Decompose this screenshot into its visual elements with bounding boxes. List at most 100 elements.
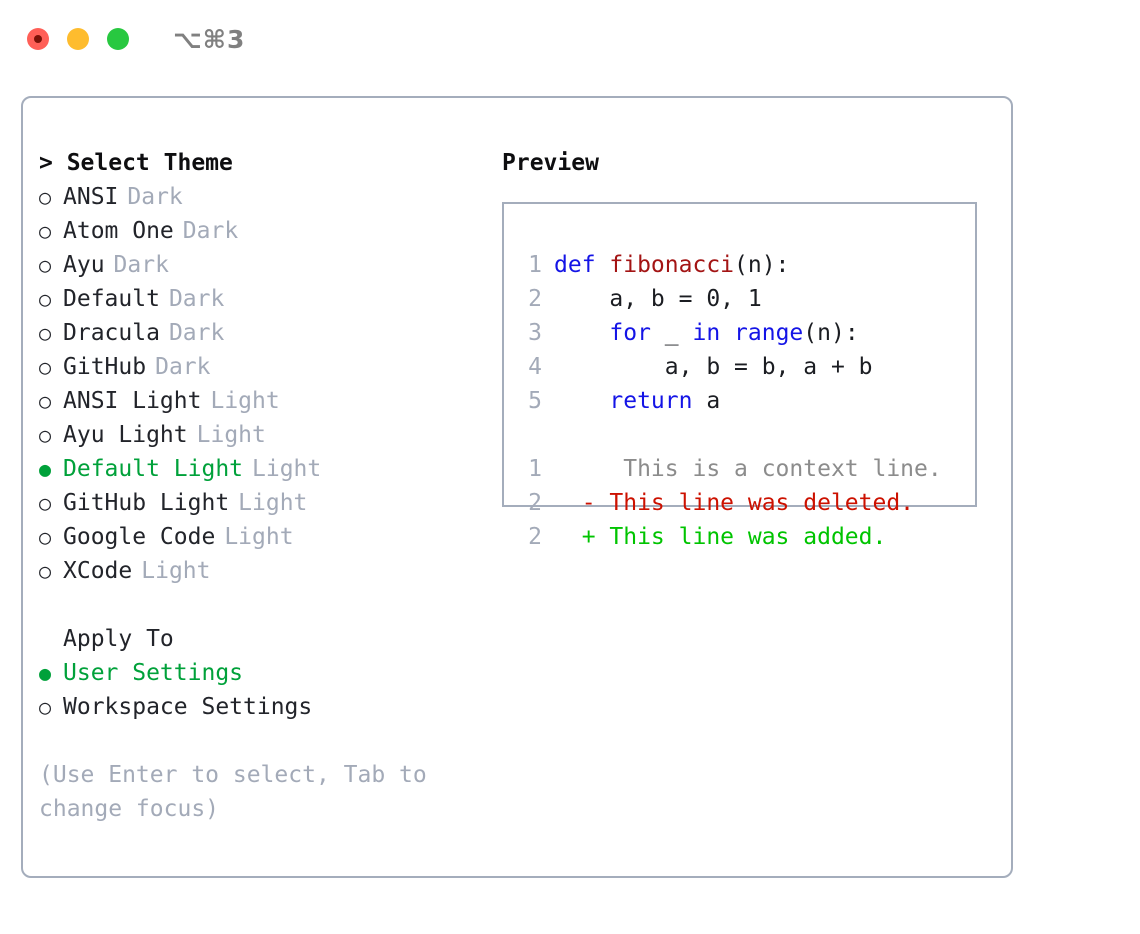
theme-option-label: ANSI Light bbox=[63, 388, 202, 414]
keyboard-hint-text: (Use Enter to select, Tab to change focu… bbox=[39, 762, 441, 822]
apply-to-option-workspace-settings[interactable]: ○ Workspace Settings bbox=[39, 690, 489, 724]
theme-option-label: ANSI bbox=[63, 184, 119, 210]
section-spacer bbox=[39, 588, 489, 622]
radio-unselected-icon: ○ bbox=[39, 491, 52, 515]
select-theme-heading: > Select Theme bbox=[39, 150, 233, 176]
radio-unselected-icon: ○ bbox=[39, 253, 52, 277]
code-line: 4 a, b = b, a + b bbox=[520, 350, 942, 384]
theme-option-label: GitHub Light bbox=[63, 490, 230, 516]
theme-option-variant-tag: Dark bbox=[155, 354, 211, 380]
theme-option-label: Default Light bbox=[63, 456, 244, 482]
window-controls bbox=[27, 28, 129, 50]
theme-option-atom-one[interactable]: ○ Atom One Dark bbox=[39, 214, 489, 248]
code-line-number: 2 bbox=[528, 286, 542, 312]
radio-unselected-icon: ○ bbox=[39, 219, 52, 243]
apply-to-option-label: Workspace Settings bbox=[63, 694, 313, 720]
code-line-number: 1 bbox=[528, 252, 542, 278]
theme-option-default-light[interactable]: ● Default Light Light bbox=[39, 452, 489, 486]
code-token-kw: range bbox=[734, 320, 804, 346]
close-button-icon[interactable] bbox=[27, 28, 49, 50]
theme-option-ayu-light[interactable]: ○ Ayu Light Light bbox=[39, 418, 489, 452]
radio-selected-icon: ● bbox=[39, 661, 52, 685]
diff-line-text: This line was added. bbox=[595, 524, 887, 550]
code-token-pln: _ bbox=[664, 320, 693, 346]
theme-option-variant-tag: Light bbox=[224, 524, 294, 550]
diff-marker: + bbox=[554, 524, 596, 550]
code-token-pln: (n): bbox=[734, 252, 790, 278]
theme-option-variant-tag: Light bbox=[196, 422, 266, 448]
diff-line-text: This line was deleted. bbox=[595, 490, 915, 516]
code-token-kw: def bbox=[554, 252, 610, 278]
diff-line-del: 2 - This line was deleted. bbox=[520, 486, 942, 520]
code-line-number: 5 bbox=[528, 388, 542, 414]
theme-option-variant-tag: Dark bbox=[168, 320, 225, 346]
apply-to-heading: Apply To bbox=[63, 626, 174, 652]
radio-selected-icon: ● bbox=[39, 457, 52, 481]
diff-line-text: This is a context line. bbox=[595, 456, 942, 482]
code-token-kw: for bbox=[554, 320, 665, 346]
theme-option-label: Ayu bbox=[63, 252, 105, 278]
radio-unselected-icon: ○ bbox=[39, 185, 52, 209]
maximize-button-icon[interactable] bbox=[107, 28, 129, 50]
radio-unselected-icon: ○ bbox=[39, 695, 52, 719]
apply-to-option-user-settings[interactable]: ● User Settings bbox=[39, 656, 489, 690]
theme-option-ansi[interactable]: ○ ANSI Dark bbox=[39, 180, 489, 214]
code-line-number: 1 bbox=[528, 456, 542, 482]
minimize-button-icon[interactable] bbox=[67, 28, 89, 50]
code-token-pln: a, b = b, a + b bbox=[554, 354, 873, 380]
radio-unselected-icon: ○ bbox=[39, 389, 52, 413]
apply-to-option-list: ● User Settings ○ Workspace Settings bbox=[39, 656, 489, 724]
radio-unselected-icon: ○ bbox=[39, 423, 52, 447]
theme-option-google-code[interactable]: ○ Google Code Light bbox=[39, 520, 489, 554]
theme-option-label: Ayu Light bbox=[63, 422, 188, 448]
window-title: ⌥⌘3 bbox=[173, 24, 246, 54]
radio-unselected-icon: ○ bbox=[39, 525, 52, 549]
code-line-number: 2 bbox=[528, 490, 542, 516]
theme-option-variant-tag: Light bbox=[252, 456, 322, 482]
code-line-number: 3 bbox=[528, 320, 542, 346]
code-line: 2 a, b = 0, 1 bbox=[520, 282, 942, 316]
code-line-number: 2 bbox=[528, 524, 542, 550]
theme-option-ansi-light[interactable]: ○ ANSI Light Light bbox=[39, 384, 489, 418]
code-line: 5 return a bbox=[520, 384, 942, 418]
apply-to-option-label: User Settings bbox=[63, 660, 244, 686]
code-token-pln: a bbox=[706, 388, 721, 414]
theme-option-label: Google Code bbox=[63, 524, 216, 550]
diff-marker: - bbox=[554, 490, 596, 516]
code-line: 1 def fibonacci(n): bbox=[520, 248, 942, 282]
code-token-kw: return bbox=[554, 388, 707, 414]
code-token-fn: fibonacci bbox=[609, 252, 735, 278]
radio-unselected-icon: ○ bbox=[39, 559, 52, 583]
theme-option-label: Default bbox=[63, 286, 160, 312]
radio-unselected-icon: ○ bbox=[39, 321, 52, 345]
theme-option-variant-tag: Light bbox=[141, 558, 211, 584]
radio-unselected-icon: ○ bbox=[39, 287, 52, 311]
diff-line-add: 2 + This line was added. bbox=[520, 520, 942, 554]
code-line: 3 for _ in range(n): bbox=[520, 316, 942, 350]
theme-option-variant-tag: Dark bbox=[168, 286, 225, 312]
code-token-pln: (n): bbox=[803, 320, 859, 346]
theme-option-default[interactable]: ○ Default Dark bbox=[39, 282, 489, 316]
theme-option-label: Atom One bbox=[63, 218, 174, 244]
theme-option-variant-tag: Dark bbox=[182, 218, 239, 244]
theme-option-dracula[interactable]: ○ Dracula Dark bbox=[39, 316, 489, 350]
code-blank-line bbox=[520, 418, 942, 452]
window-titlebar: ⌥⌘3 bbox=[0, 0, 1140, 78]
code-token-kw: in bbox=[692, 320, 735, 346]
preview-heading: Preview bbox=[502, 150, 599, 176]
theme-option-label: Dracula bbox=[63, 320, 160, 346]
radio-unselected-icon: ○ bbox=[39, 355, 52, 379]
theme-option-variant-tag: Dark bbox=[127, 184, 183, 210]
theme-option-variant-tag: Light bbox=[210, 388, 280, 414]
